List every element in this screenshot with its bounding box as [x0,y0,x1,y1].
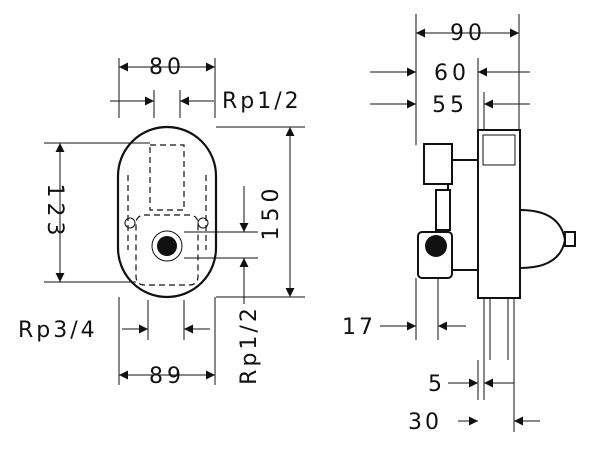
dim-89-label: 89 [149,364,185,389]
mounting-hole-right [197,217,209,229]
dim-rp12-top-label: Rp1/2 [222,89,302,114]
dim-123-label: 123 [42,184,67,241]
dim-90-label: 90 [450,21,486,46]
dim-5-label: 5 [428,372,445,397]
dim-150-label: 150 [259,184,284,241]
hidden-body-lines [127,144,207,286]
dim-rp34-label: Rp3/4 [18,318,98,343]
side-view [370,14,576,432]
dim-60-label: 60 [434,61,470,86]
mounting-plate [477,129,521,299]
dim-80-label: 80 [149,55,185,80]
dim-55-label: 55 [432,93,468,118]
trim-dome [519,208,567,270]
dim-rp12-right-label: Rp1/2 [237,305,262,385]
dim-30-label: 30 [408,410,442,435]
dim-17-label: 17 [342,315,376,340]
mounting-hole-left [124,217,136,229]
front-view [44,58,305,385]
outlet-port [157,236,177,256]
housing-outline [116,125,218,299]
